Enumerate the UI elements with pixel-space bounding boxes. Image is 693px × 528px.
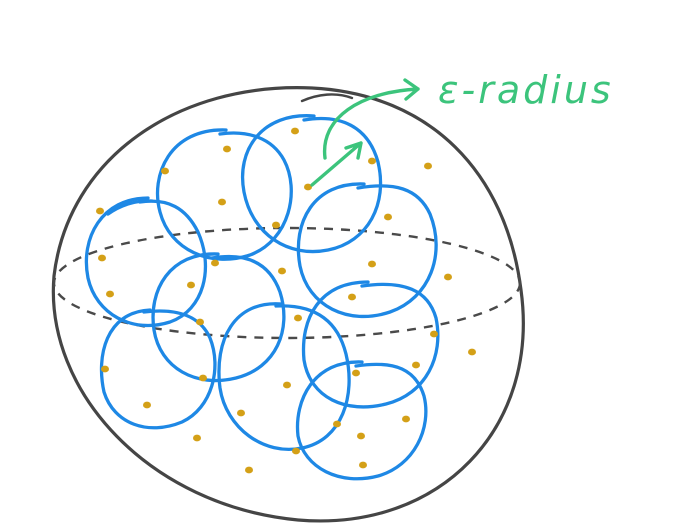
epsilon-ball: [241, 114, 383, 254]
sphere-equator: [52, 226, 522, 340]
sample-point: [98, 254, 106, 262]
sample-point: [368, 260, 376, 268]
sample-point: [199, 374, 207, 382]
sample-point: [187, 281, 195, 289]
sample-point: [294, 314, 302, 322]
sample-point: [304, 183, 312, 191]
sample-point: [292, 447, 300, 455]
epsilon-ball-tail: [106, 199, 154, 216]
sample-point: [106, 290, 114, 298]
sample-point: [384, 213, 392, 221]
sample-point: [283, 381, 291, 389]
sphere: [51, 86, 525, 523]
sample-points: [96, 127, 476, 474]
sample-point: [333, 420, 341, 428]
epsilon-ball: [296, 182, 438, 318]
sample-point: [237, 409, 245, 417]
sample-point: [101, 365, 109, 373]
epsilon-balls: [84, 114, 440, 481]
sample-point: [468, 348, 476, 356]
sample-point: [196, 318, 204, 326]
sample-point: [143, 401, 151, 409]
sample-point: [352, 369, 360, 377]
sample-point: [359, 461, 367, 469]
sample-point: [272, 221, 280, 229]
sample-point: [211, 259, 219, 267]
label-arrow: [322, 78, 420, 160]
epsilon-radius-label: ε-radius: [438, 68, 614, 112]
sample-point: [368, 157, 376, 165]
sample-point: [193, 434, 201, 442]
sample-point: [96, 207, 104, 215]
sample-point: [348, 293, 356, 301]
sample-point: [430, 330, 438, 338]
epsilon-ball: [301, 280, 440, 409]
epsilon-annotation: ε-radius: [310, 68, 614, 187]
sphere-top-stroke: [300, 93, 354, 103]
sphere-outline: [51, 86, 525, 523]
sample-point: [402, 415, 410, 423]
sample-point: [291, 127, 299, 135]
epsilon-ball: [151, 252, 286, 383]
sample-point: [245, 466, 253, 474]
radius-arrow: [310, 141, 363, 187]
epsilon-ball: [84, 196, 207, 328]
sample-point: [218, 198, 226, 206]
sample-point: [412, 361, 420, 369]
epsilon-ball: [295, 360, 428, 481]
sample-point: [223, 145, 231, 153]
sample-point: [161, 167, 169, 175]
sample-point: [424, 162, 432, 170]
sample-point: [444, 273, 452, 281]
sample-point: [357, 432, 365, 440]
sample-point: [278, 267, 286, 275]
